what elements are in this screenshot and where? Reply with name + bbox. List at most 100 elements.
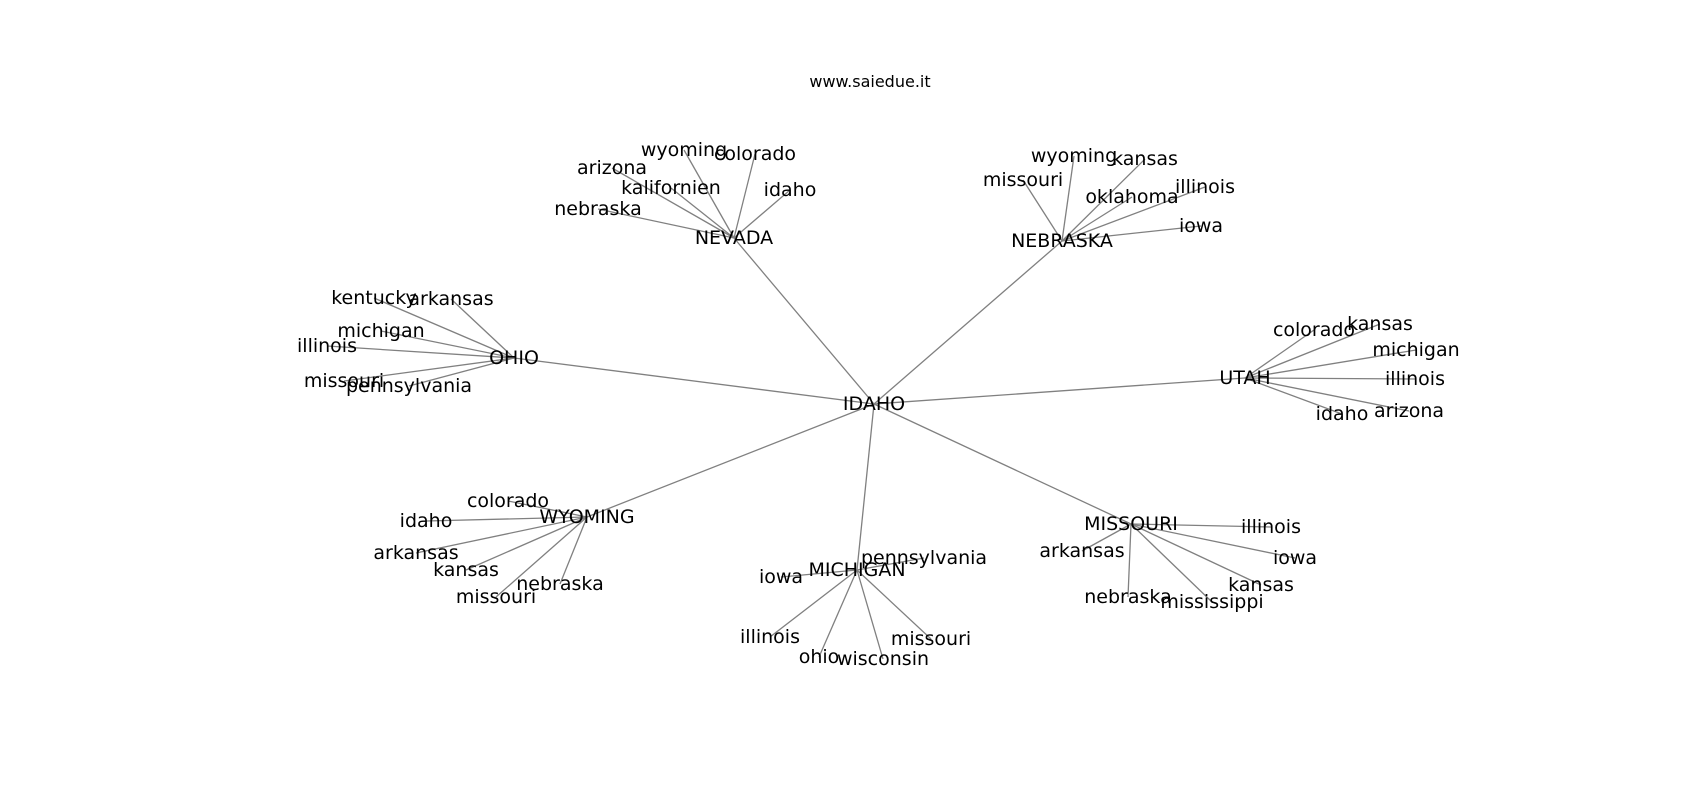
leaf-node-label-nevada-arizona: arizona [577, 157, 647, 179]
edge-center-michigan [856, 403, 875, 571]
edge-utah-colorado [1244, 329, 1315, 379]
leaf-node-label-nebraska-iowa: iowa [1179, 215, 1223, 237]
hub-node-label-nevada: NEVADA [695, 227, 773, 249]
leaf-node-label-nebraska-wyoming: wyoming [1031, 145, 1117, 167]
leaf-node-label-ohio-arkansas: arkansas [408, 288, 493, 310]
edge-michigan-ohio [818, 569, 858, 658]
hub-node-label-wyoming: WYOMING [539, 506, 634, 528]
leaf-node-label-wyoming-idaho: idaho [400, 510, 453, 532]
leaf-node-label-wyoming-missouri: missouri [456, 586, 536, 608]
edge-ohio-kentucky [373, 297, 515, 359]
leaf-node-label-missouri-iowa: iowa [1273, 547, 1317, 569]
edge-ohio-missouri [343, 357, 515, 382]
label-layer: IDAHONEVADAwyomingcoloradoarizonakalifor… [297, 139, 1460, 670]
leaf-node-label-nebraska-kansas: kansas [1112, 148, 1178, 170]
edge-nebraska-kansas [1061, 158, 1146, 242]
leaf-node-label-michigan-illinois: illinois [740, 626, 800, 648]
leaf-node-label-missouri-mississippi: mississippi [1160, 591, 1263, 613]
edge-nebraska-iowa [1061, 225, 1202, 242]
edge-center-missouri [873, 403, 1132, 525]
edge-missouri-iowa [1130, 523, 1296, 559]
center-node-label: IDAHO [843, 393, 905, 415]
hub-node-label-utah: UTAH [1219, 367, 1270, 389]
leaf-node-label-utah-illinois: illinois [1385, 368, 1445, 390]
leaf-node-label-missouri-kansas: kansas [1228, 574, 1294, 596]
leaf-node-label-utah-idaho: idaho [1316, 403, 1369, 425]
leaf-node-label-michigan-wisconsin: wisconsin [837, 648, 929, 670]
edge-nebraska-wyoming [1061, 155, 1075, 242]
edge-center-ohio [513, 357, 875, 405]
leaf-node-label-nevada-idaho: idaho [764, 179, 817, 201]
edge-missouri-arkansas [1081, 523, 1132, 552]
edge-center-wyoming [586, 403, 875, 518]
edge-utah-idaho [1244, 377, 1343, 415]
edge-nevada-nebraska [597, 208, 735, 239]
leaf-node-label-ohio-missouri: missouri [304, 370, 384, 392]
leaf-node-label-michigan-iowa: iowa [759, 566, 803, 588]
leaf-node-label-utah-kansas: kansas [1347, 313, 1413, 335]
leaf-node-label-utah-arizona: arizona [1374, 400, 1444, 422]
leaf-node-label-michigan-pennsylvania: pennsylvania [861, 547, 987, 569]
edge-michigan-iowa [780, 569, 858, 578]
leaf-node-label-ohio-michigan: michigan [337, 320, 424, 342]
edge-nevada-arizona [611, 167, 735, 239]
hub-node-label-missouri: MISSOURI [1084, 513, 1178, 535]
leaf-node-label-ohio-pennsylvania: pennsylvania [346, 375, 472, 397]
leaf-node-label-wyoming-nebraska: nebraska [516, 573, 603, 595]
leaf-node-label-michigan-ohio: ohio [799, 646, 840, 668]
edge-center-utah [873, 377, 1246, 405]
leaf-node-label-nebraska-illinois: illinois [1175, 176, 1235, 198]
edge-wyoming-arkansas [415, 516, 588, 554]
edge-missouri-mississippi [1130, 523, 1213, 603]
edge-nebraska-missouri [1022, 179, 1063, 242]
edge-michigan-pennsylvania [856, 557, 925, 571]
edge-nevada-wyoming [683, 149, 735, 239]
hub-node-label-michigan: MICHIGAN [808, 559, 905, 581]
edge-nebraska-illinois [1061, 186, 1206, 242]
leaf-node-label-utah-michigan: michigan [1372, 339, 1459, 361]
leaf-node-label-nebraska-missouri: missouri [983, 169, 1063, 191]
edge-utah-arizona [1244, 377, 1410, 412]
edge-wyoming-colorado [507, 500, 588, 518]
edge-wyoming-kansas [465, 516, 588, 571]
edge-ohio-arkansas [450, 298, 515, 359]
edge-nevada-idaho [733, 189, 791, 239]
leaf-node-label-nevada-wyoming: wyoming [641, 139, 727, 161]
edge-michigan-illinois [769, 569, 858, 638]
edge-ohio-michigan [380, 330, 515, 359]
edge-wyoming-missouri [495, 516, 588, 598]
leaf-node-label-nevada-colorado: colorado [714, 143, 796, 165]
edge-wyoming-nebraska [559, 516, 588, 585]
edge-utah-michigan [1244, 349, 1417, 379]
edge-wyoming-idaho [425, 516, 588, 522]
edge-nebraska-oklahoma [1061, 196, 1133, 242]
edge-center-nebraska [873, 240, 1063, 405]
edge-utah-kansas [1244, 323, 1381, 379]
watermark-title: www.saiedue.it [809, 72, 930, 91]
leaf-node-label-nebraska-oklahoma: oklahoma [1085, 186, 1178, 208]
edge-ohio-illinois [326, 345, 515, 359]
leaf-node-label-missouri-illinois: illinois [1241, 516, 1301, 538]
edge-ohio-pennsylvania [408, 357, 515, 387]
leaf-node-label-wyoming-arkansas: arkansas [373, 542, 458, 564]
leaf-node-label-nevada-nebraska: nebraska [554, 198, 641, 220]
edge-michigan-missouri [856, 569, 932, 640]
leaf-node-label-wyoming-kansas: kansas [433, 559, 499, 581]
edge-layer [326, 149, 1417, 660]
edge-nevada-colorado [733, 153, 756, 239]
leaf-node-label-nevada-kalifornien: kalifornien [621, 177, 721, 199]
leaf-node-label-wyoming-colorado: colorado [467, 490, 549, 512]
leaf-node-label-missouri-nebraska: nebraska [1084, 586, 1171, 608]
edge-utah-illinois [1244, 377, 1416, 380]
edge-center-nevada [733, 237, 875, 405]
edge-missouri-illinois [1130, 523, 1272, 528]
leaf-node-label-ohio-illinois: illinois [297, 335, 357, 357]
hub-node-label-nebraska: NEBRASKA [1011, 230, 1113, 252]
leaf-node-label-utah-colorado: colorado [1273, 319, 1355, 341]
edge-missouri-nebraska [1127, 523, 1132, 598]
leaf-node-label-michigan-missouri: missouri [891, 628, 971, 650]
hub-node-label-ohio: OHIO [489, 347, 539, 369]
edge-michigan-wisconsin [856, 569, 884, 660]
leaf-node-label-missouri-arkansas: arkansas [1039, 540, 1124, 562]
